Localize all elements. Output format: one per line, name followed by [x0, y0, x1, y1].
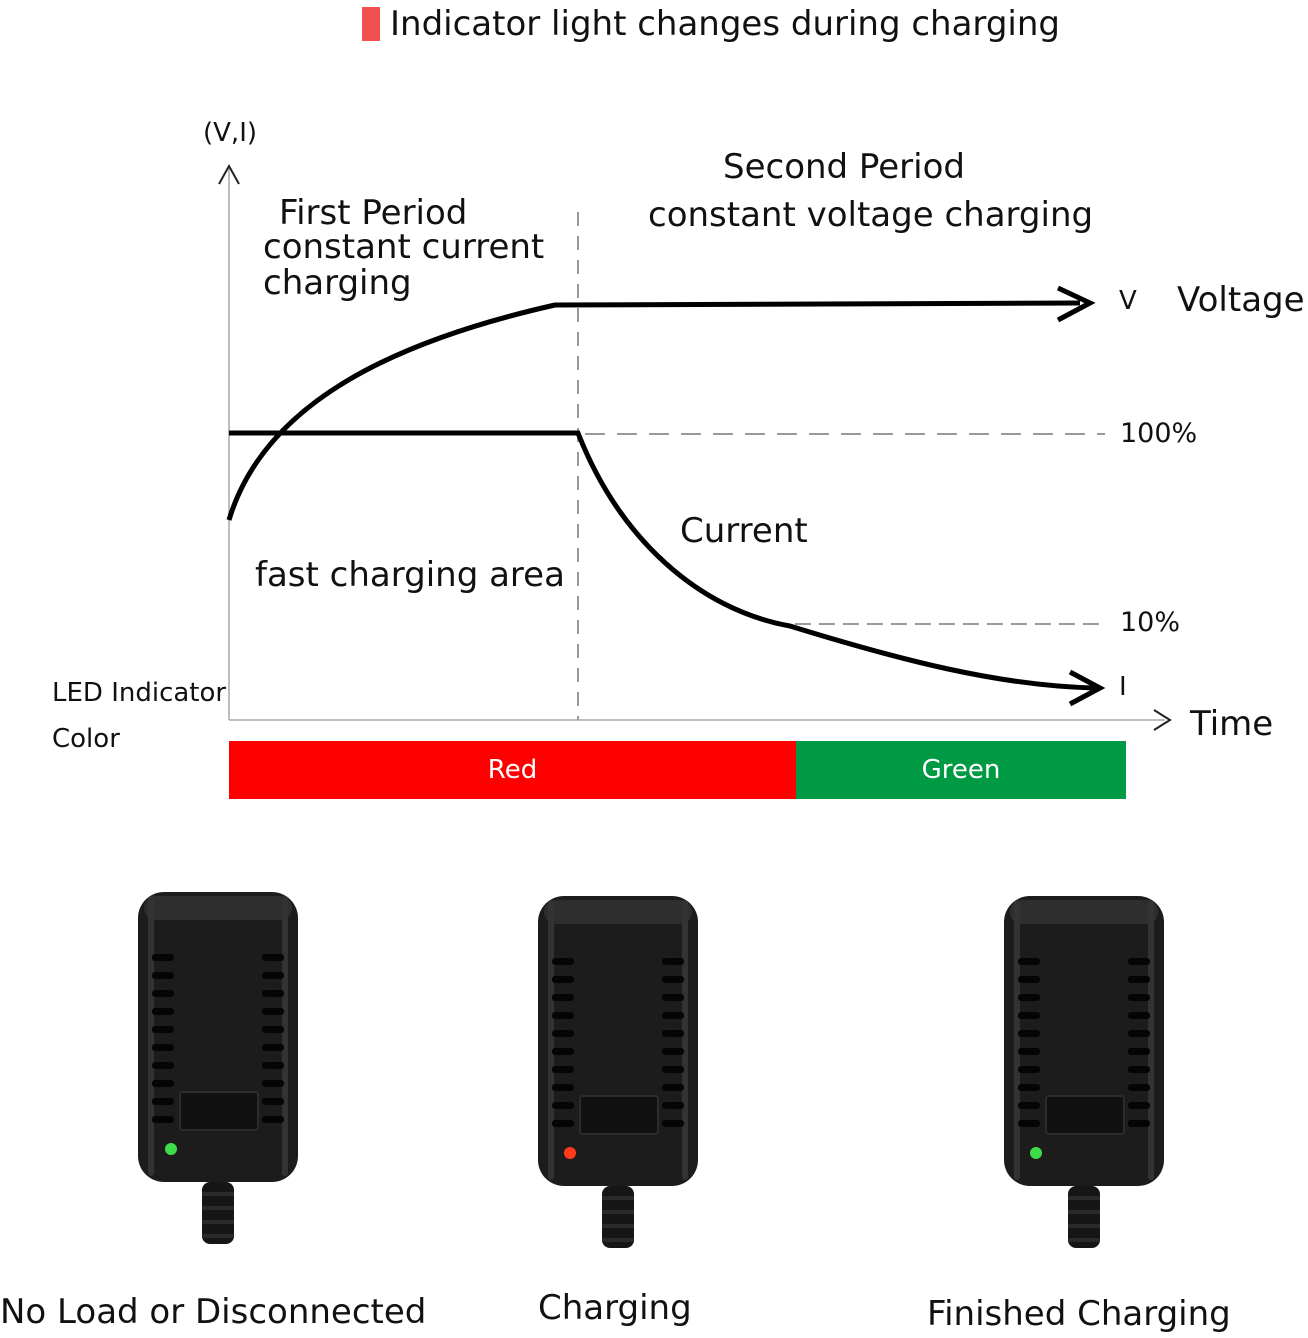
axes: [218, 163, 1172, 731]
page-title: Indicator light changes during charging: [390, 4, 1060, 44]
led-bar-red-label: Red: [487, 755, 538, 785]
charger-no-load: [137, 891, 299, 1245]
current-arrowhead: [1068, 669, 1106, 707]
current-symbol: I: [1119, 672, 1127, 702]
level-10-label: 10%: [1120, 607, 1181, 638]
caption-finished: Finished Charging: [927, 1294, 1231, 1334]
led-green-icon: [1030, 1147, 1042, 1159]
first-period-subtitle-2: charging: [263, 263, 412, 303]
second-period-title: Second Period: [723, 147, 965, 187]
title-marker: [362, 7, 380, 41]
level-100-label: 100%: [1120, 418, 1198, 449]
title-row: Indicator light changes during charging: [362, 4, 1060, 44]
voltage-arrowhead: [1056, 285, 1096, 323]
charger-finished: [1003, 895, 1165, 1249]
led-bar-red: Red: [229, 741, 796, 799]
led-indicator-label: LED Indicator: [52, 678, 227, 708]
led-red-icon: [564, 1147, 576, 1159]
caption-charging: Charging: [538, 1288, 692, 1328]
fast-charging-area-label: fast charging area: [255, 555, 565, 595]
voltage-symbol: V: [1119, 286, 1137, 316]
caption-no-load: No Load or Disconnected: [0, 1292, 427, 1332]
x-axis-label: Time: [1190, 704, 1274, 744]
charger-charging: [537, 895, 699, 1249]
led-green-icon: [165, 1143, 177, 1155]
voltage-curve: [226, 300, 1081, 521]
second-period-subtitle: constant voltage charging: [648, 195, 1094, 235]
current-label: Current: [680, 511, 808, 551]
first-period-title: First Period: [279, 193, 468, 233]
led-bar-green: Green: [796, 741, 1126, 799]
led-bar-green-label: Green: [921, 755, 1001, 785]
first-period-subtitle: constant current: [263, 227, 545, 267]
voltage-label: Voltage: [1177, 280, 1305, 320]
current-curve: [229, 430, 1096, 691]
led-indicator-label-2: Color: [52, 724, 120, 754]
y-axis-label: (V,I): [203, 118, 258, 148]
